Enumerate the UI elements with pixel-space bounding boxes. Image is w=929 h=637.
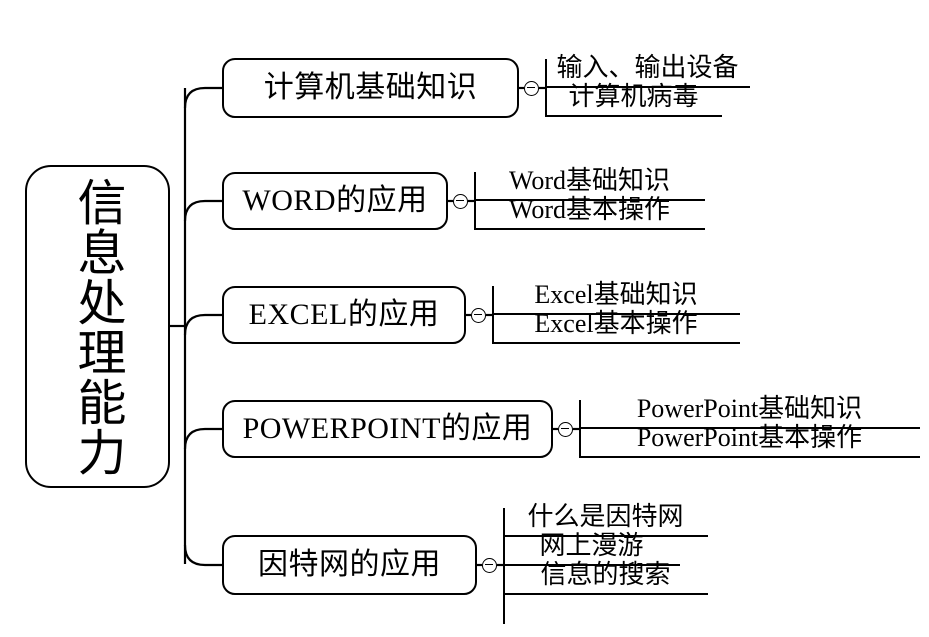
leaf-spine	[579, 400, 582, 458]
branch-node-powerpoint[interactable]: POWERPOINT的应用	[222, 400, 553, 458]
leaf-item[interactable]: Excel基础知识	[492, 282, 740, 315]
root-node[interactable]: 信息处理能力	[25, 165, 170, 488]
leaf-item-label: PowerPoint基础知识	[636, 394, 863, 423]
branch-node-label: 因特网的应用	[258, 548, 441, 581]
leaf-item[interactable]: 计算机病毒	[545, 84, 722, 117]
leaf-item[interactable]: 信息的搜索	[503, 562, 708, 595]
leaf-item-label: Word基本操作	[508, 195, 671, 224]
leaf-item[interactable]: Word基本操作	[474, 197, 705, 230]
leaf-group-internet: 什么是因特网 网上漫游 信息的搜索	[503, 502, 708, 624]
root-node-label: 信息处理能力	[70, 176, 126, 477]
leaf-item[interactable]: 网上漫游	[503, 533, 680, 566]
branch-node-label: 计算机基础知识	[263, 71, 478, 104]
leaf-item[interactable]: 输入、输出设备	[545, 55, 750, 88]
leaf-item[interactable]: Word基础知识	[474, 168, 705, 201]
collapse-minus-icon[interactable]	[482, 557, 497, 573]
leaf-spine	[503, 508, 506, 624]
leaf-spine	[492, 286, 495, 344]
leaf-group-computer-basics: 输入、输出设备 计算机病毒	[545, 55, 750, 117]
leaf-group-excel: Excel基础知识 Excel基本操作	[492, 282, 740, 344]
branch-node-excel[interactable]: EXCEL的应用	[222, 286, 466, 344]
branch-node-label: EXCEL的应用	[248, 298, 440, 331]
leaf-item[interactable]: PowerPoint基础知识	[579, 396, 920, 429]
leaf-item[interactable]: 什么是因特网	[503, 502, 708, 537]
leaf-group-word: Word基础知识 Word基本操作	[474, 168, 705, 230]
leaf-group-powerpoint: PowerPoint基础知识 PowerPoint基本操作	[579, 396, 920, 458]
leaf-item-label: Excel基础知识	[534, 280, 698, 309]
leaf-item-label: Word基础知识	[508, 166, 671, 195]
leaf-item-label: 输入、输出设备	[556, 53, 739, 82]
collapse-minus-icon[interactable]	[524, 80, 539, 96]
leaf-item-label: Excel基本操作	[534, 309, 698, 338]
leaf-item[interactable]: Excel基本操作	[492, 311, 740, 344]
branch-node-internet[interactable]: 因特网的应用	[222, 535, 477, 595]
leaf-item-label: 网上漫游	[539, 531, 644, 560]
branch-node-computer-basics[interactable]: 计算机基础知识	[222, 58, 519, 118]
leaf-item-label: 什么是因特网	[527, 502, 684, 531]
leaf-item[interactable]: PowerPoint基本操作	[579, 425, 920, 458]
leaf-item-label: PowerPoint基本操作	[636, 423, 863, 452]
collapse-minus-icon[interactable]	[558, 421, 573, 437]
branch-node-label: WORD的应用	[242, 184, 428, 217]
collapse-minus-icon[interactable]	[453, 193, 468, 209]
leaf-spine	[545, 59, 548, 117]
leaf-spine	[474, 172, 477, 230]
collapse-minus-icon[interactable]	[471, 307, 486, 323]
leaf-item-label: 计算机病毒	[568, 82, 699, 111]
leaf-item-label: 信息的搜索	[540, 560, 671, 589]
branch-node-label: POWERPOINT的应用	[242, 412, 533, 445]
branch-node-word[interactable]: WORD的应用	[222, 172, 448, 230]
